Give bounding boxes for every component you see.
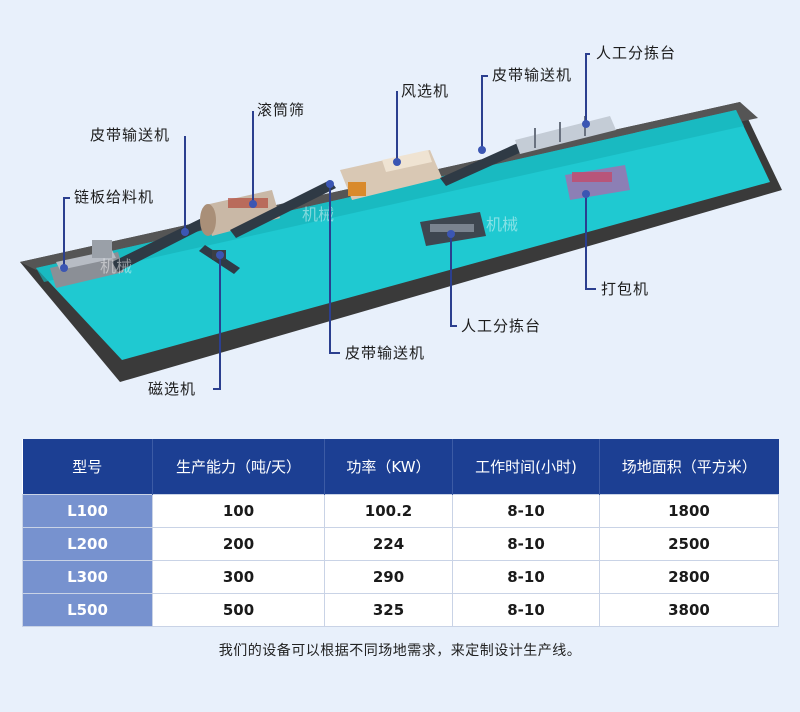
leader-dots — [60, 120, 590, 272]
cell-working-time: 8-10 — [452, 559, 600, 594]
cell-site-area: 2500 — [599, 526, 779, 561]
air-separator-machine — [340, 150, 442, 200]
cell-working-time: 8-10 — [452, 526, 600, 561]
cell-power: 224 — [324, 526, 453, 561]
cell-power: 290 — [324, 559, 453, 594]
table-header-row: 型号 生产能力（吨/天） 功率（KW） 工作时间(小时) 场地面积（平方米） — [22, 439, 779, 494]
label-air-separator: 风选机 — [401, 82, 450, 100]
belt-conveyor-3-machine — [230, 180, 336, 238]
table-row: L500 500 325 8-10 3800 — [22, 592, 779, 627]
cell-capacity: 200 — [152, 526, 325, 561]
cell-power: 100.2 — [324, 493, 453, 528]
cell-model: L100 — [22, 493, 153, 528]
cell-power: 325 — [324, 592, 453, 627]
drum-screen-machine — [200, 190, 280, 236]
header-site-area: 场地面积（平方米） — [599, 439, 779, 494]
belt-conveyor-2-machine — [440, 142, 526, 186]
cell-model: L500 — [22, 592, 153, 627]
cell-site-area: 2800 — [599, 559, 779, 594]
cell-working-time: 8-10 — [452, 592, 600, 627]
cell-working-time: 8-10 — [452, 493, 600, 528]
label-manual-sorting-1: 人工分拣台 — [596, 44, 677, 62]
cell-capacity: 100 — [152, 493, 325, 528]
label-baler: 打包机 — [601, 280, 650, 298]
cell-site-area: 3800 — [599, 592, 779, 627]
label-drum-screen: 滚筒筛 — [257, 101, 306, 119]
production-line-diagram: 机械 机械 机械 — [20, 53, 782, 390]
cell-model: L300 — [22, 559, 153, 594]
table-row: L200 200 224 8-10 2500 — [22, 526, 779, 561]
manual-sorting-2-machine — [420, 212, 486, 246]
cell-capacity: 500 — [152, 592, 325, 627]
platform-water-shade — [36, 110, 744, 282]
watermark-2: 机械 — [302, 205, 334, 224]
cell-model: L200 — [22, 526, 153, 561]
label-belt-conveyor-2: 皮带输送机 — [492, 66, 573, 84]
header-capacity: 生产能力（吨/天） — [152, 439, 325, 494]
label-chain-feeder: 链板给料机 — [74, 188, 155, 206]
leader-lines — [63, 53, 596, 390]
label-magnetic-separator: 磁选机 — [148, 380, 197, 398]
table-row: L100 100 100.2 8-10 1800 — [22, 493, 779, 528]
label-belt-conveyor-3: 皮带输送机 — [345, 344, 426, 362]
watermark-1: 机械 — [100, 257, 132, 276]
table-row: L300 300 290 8-10 2800 — [22, 559, 779, 594]
cell-site-area: 1800 — [599, 493, 779, 528]
label-belt-conveyor-1: 皮带输送机 — [90, 126, 171, 144]
custom-design-note: 我们的设备可以根据不同场地需求，来定制设计生产线。 — [218, 643, 582, 659]
belt-conveyor-1-machine — [112, 214, 216, 272]
cell-capacity: 300 — [152, 559, 325, 594]
header-working-time: 工作时间(小时) — [452, 439, 600, 494]
chain-feeder-machine — [50, 240, 124, 288]
label-manual-sorting-2: 人工分拣台 — [461, 317, 542, 335]
header-power: 功率（KW） — [324, 439, 453, 494]
header-model: 型号 — [22, 439, 153, 494]
baler-machine — [565, 165, 630, 200]
watermark-3: 机械 — [486, 215, 518, 234]
manual-sorting-1-machine — [515, 116, 616, 154]
spec-table: 型号 生产能力（吨/天） 功率（KW） 工作时间(小时) 场地面积（平方米） L… — [22, 439, 779, 627]
